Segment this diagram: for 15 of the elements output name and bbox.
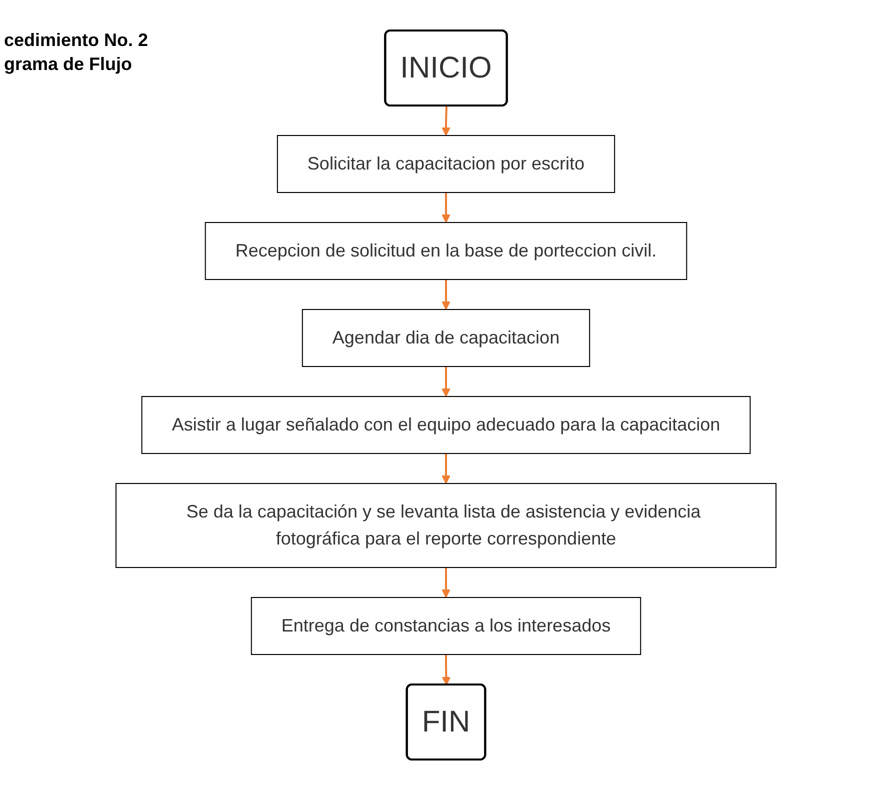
node-box: Asistir a lugar señalado con el equipo adecuado para la capacitacion (140, 396, 750, 454)
heading-text: grama de Flujo (4, 53, 134, 76)
arrow (441, 454, 450, 484)
arrow (441, 568, 450, 598)
arrow (441, 106, 450, 136)
node-box: Entrega de constancias a los interesados (250, 597, 641, 655)
node-box: Solicitar la capacitacion por escrito (276, 135, 615, 193)
heading-text: cedimiento No. 2 (4, 29, 148, 52)
arrow (441, 192, 450, 223)
arrow (441, 366, 450, 397)
node-box: Agendar dia de capacitacion (301, 309, 590, 367)
arrow (441, 654, 450, 686)
node-box: Se da la capacitación y se levanta lista de asistencia y evidencia fotográfica para el reporte correspondiente (115, 483, 776, 568)
node-box: Recepcion de solicitud en la base de porteccion civil. (204, 222, 687, 280)
arrow (441, 280, 450, 310)
